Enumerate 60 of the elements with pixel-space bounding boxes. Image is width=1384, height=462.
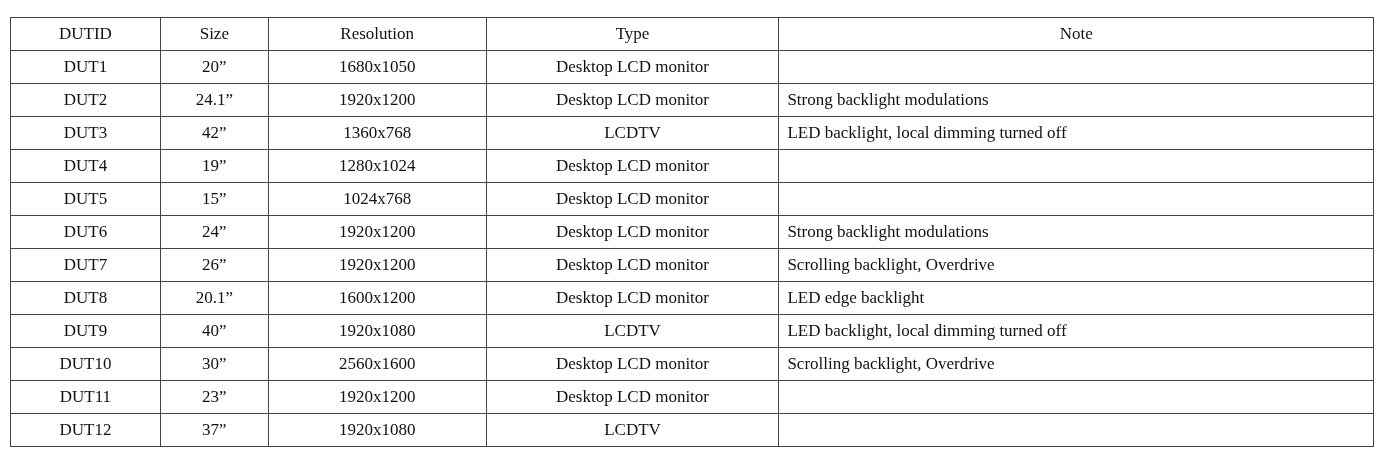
table-cell-text: DUT12 [59, 420, 112, 439]
table-cell-text: 20.1” [195, 288, 233, 307]
table-cell-text: Scrolling backlight, Overdrive [787, 354, 995, 373]
table-cell-text: 30” [202, 354, 227, 373]
table-cell-text: DUT9 [63, 321, 108, 340]
column-header: Size [199, 24, 229, 43]
table-cell-text: DUT10 [59, 354, 112, 373]
table-cell-text: 1920x1200 [338, 387, 416, 406]
table-cell-text: LCDTV [604, 420, 661, 439]
table-cell-text: Desktop LCD monitor [556, 90, 709, 109]
table-cell-text: Strong backlight modulations [787, 222, 989, 241]
table-cell-text: LED backlight, local dimming turned off [787, 123, 1067, 142]
table-cell-text: 40” [202, 321, 227, 340]
table-cell-text: DUT2 [63, 90, 108, 109]
table-cell-text: Desktop LCD monitor [556, 156, 709, 175]
table-cell-text: 15” [202, 189, 227, 208]
table-cell-text: Desktop LCD monitor [556, 222, 709, 241]
table-cell-text: DUT3 [63, 123, 108, 142]
table-cell-text: Strong backlight modulations [787, 90, 989, 109]
table-cell-text: 37” [202, 420, 227, 439]
table-cell-text: Desktop LCD monitor [556, 255, 709, 274]
table-cell-text: LCDTV [604, 321, 661, 340]
table-cell-text: 1920x1200 [338, 90, 416, 109]
table-cell-text: DUT5 [63, 189, 108, 208]
table-cell-text: DUT8 [63, 288, 108, 307]
column-header: Resolution [340, 24, 414, 43]
table-cell-text: 1280x1024 [338, 156, 416, 175]
table-cell-text: 26” [202, 255, 227, 274]
table-cell-text: 1920x1080 [338, 321, 416, 340]
column-header: Note [1059, 24, 1093, 43]
table-cell-text: 2560x1600 [338, 354, 416, 373]
table-cell-text: 24.1” [195, 90, 233, 109]
table-cell-text: Desktop LCD monitor [556, 387, 709, 406]
table-cell-text: DUT6 [63, 222, 108, 241]
table-cell-text: DUT11 [59, 387, 112, 406]
table-cell-text: Desktop LCD monitor [556, 354, 709, 373]
table-cell-text: Desktop LCD monitor [556, 189, 709, 208]
table-cell-text: LCDTV [604, 123, 661, 142]
table-cell-text: LED backlight, local dimming turned off [787, 321, 1067, 340]
table-cell-text: 20” [202, 57, 227, 76]
table-cell-text: DUT4 [63, 156, 108, 175]
table-cell-text: 1920x1200 [338, 222, 416, 241]
table-cell-text: 24” [202, 222, 227, 241]
table-cell-text: 19” [202, 156, 227, 175]
table-cell-text: DUT7 [63, 255, 108, 274]
table-cell-text: 1360x768 [343, 123, 412, 142]
table-cell-text: 23” [202, 387, 227, 406]
table-cell-text: 1600x1200 [338, 288, 416, 307]
table-cell-text: Desktop LCD monitor [556, 288, 709, 307]
table-cell-text: 42” [202, 123, 227, 142]
table-cell-text: 1024x768 [343, 189, 412, 208]
table-cell-text: DUT1 [63, 57, 108, 76]
table-cell-text: LED edge backlight [787, 288, 925, 307]
column-header: Type [615, 24, 650, 43]
column-header: DUTID [59, 24, 112, 43]
table-cell-text: Desktop LCD monitor [556, 57, 709, 76]
table-cell-text: Scrolling backlight, Overdrive [787, 255, 995, 274]
table-cell-text: 1680x1050 [338, 57, 416, 76]
table-cell-text: 1920x1080 [338, 420, 416, 439]
table-cell-text: 1920x1200 [338, 255, 416, 274]
